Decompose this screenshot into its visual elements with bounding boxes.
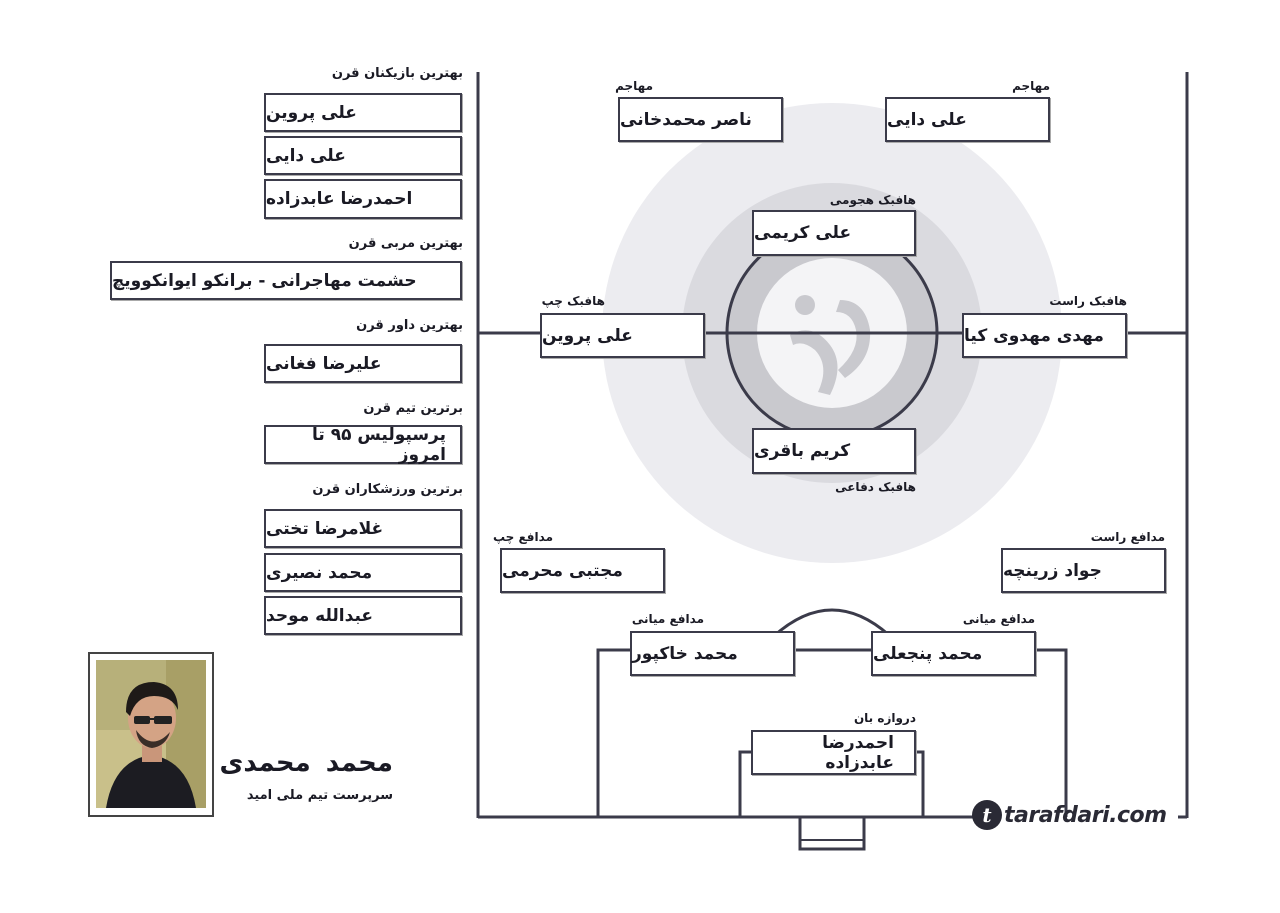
forward-right-position: مهاجم — [1012, 79, 1050, 93]
forward-right-name: علی دایی — [885, 97, 1050, 142]
author-name: محمد محمدی — [219, 748, 393, 778]
best-team-name: پرسپولیس ۹۵ تا امروز — [264, 425, 462, 465]
best-athlete-3: عبدالله موحد — [264, 596, 462, 635]
center-back-right-position: مدافع میانی — [962, 612, 1035, 626]
best-coach-name: حشمت مهاجرانی - برانکو ایوانکوویچ — [110, 261, 462, 300]
forward-left-name: ناصر محمدخانی — [618, 97, 783, 142]
right-back-name: جواد زرینچه — [1001, 548, 1166, 593]
right-mid-name: مهدی مهدوی کیا — [962, 313, 1127, 358]
left-back-position: مدافع چپ — [492, 530, 553, 544]
best-coach-heading: بهترین مربی قرن — [348, 236, 463, 251]
center-back-left-name: محمد خاکپور — [630, 631, 795, 676]
tarafdari-logo-text: tarafdari.com — [1004, 802, 1167, 828]
attacking-mid-name: علی کریمی — [752, 210, 916, 256]
left-mid-name: علی پروین — [540, 313, 705, 358]
tarafdari-logo: t tarafdari.com — [972, 797, 1167, 833]
forward-left-position: مهاجم — [615, 79, 653, 93]
best-player-2: علی دایی — [264, 136, 462, 175]
author-photo-frame — [88, 652, 214, 817]
author-title: سرپرست تیم ملی امید — [246, 788, 393, 803]
center-back-left-position: مدافع میانی — [631, 612, 704, 626]
best-team-heading: برترین تیم قرن — [363, 401, 463, 416]
best-referee-name: علیرضا فغانی — [264, 344, 462, 383]
tarafdari-logo-mark: t — [982, 803, 992, 827]
goalkeeper-position: دروازه بان — [853, 711, 916, 725]
left-mid-position: هافبک چپ — [541, 294, 605, 308]
right-mid-position: هافبک راست — [1049, 294, 1127, 308]
author-photo — [96, 660, 206, 808]
defensive-mid-name: کریم باقری — [752, 428, 916, 474]
best-athlete-2: محمد نصیری — [264, 553, 462, 592]
best-athletes-heading: برترین ورزشکاران قرن — [312, 482, 463, 497]
attacking-mid-position: هافبک هجومی — [829, 193, 916, 207]
best-player-3: احمدرضا عابدزاده — [264, 179, 462, 219]
center-back-right-name: محمد پنجعلی — [871, 631, 1036, 676]
best-player-1: علی پروین — [264, 93, 462, 132]
emblem-figure-icon — [790, 295, 871, 395]
left-back-name: مجتبی محرمی — [500, 548, 665, 593]
defensive-mid-position: هافبک دفاعی — [835, 480, 916, 494]
best-players-heading: بهترین بازیکنان قرن — [331, 66, 463, 81]
tarafdari-logo-icon: t — [972, 800, 1002, 830]
right-back-position: مدافع راست — [1090, 530, 1165, 544]
best-referee-heading: بهترین داور قرن — [356, 318, 463, 333]
best-athlete-1: غلامرضا تختی — [264, 509, 462, 548]
goalkeeper-name: احمدرضا عابدزاده — [751, 730, 916, 775]
